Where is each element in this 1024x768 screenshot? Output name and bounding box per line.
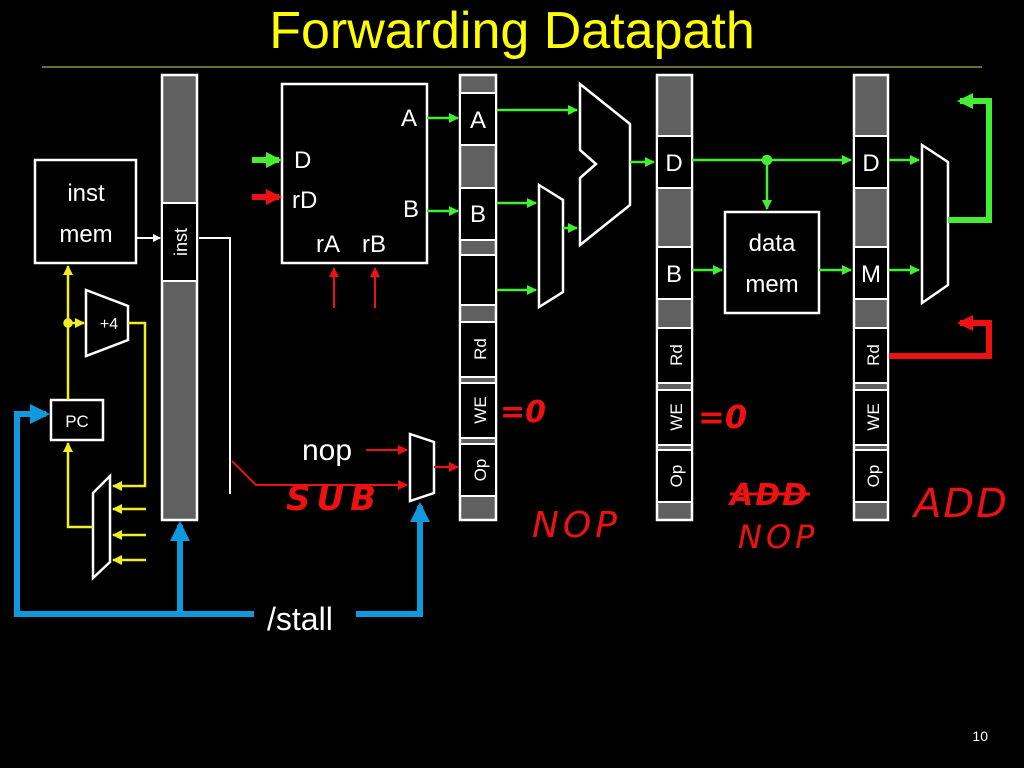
mem-wb-d-label: D (862, 150, 879, 177)
ex-mem-d-label: D (665, 150, 682, 177)
handwritten-annotations: SUB =0 =0 NOP ADD NOP ADD (286, 395, 1009, 556)
slide-title: Forwarding Datapath (269, 2, 755, 60)
if-id-inst-label: inst (171, 228, 191, 256)
mem-wb-m-label: M (861, 261, 881, 288)
pc-label: PC (65, 412, 89, 431)
id-ex-rd-label: Rd (471, 338, 490, 360)
regfile-d-label: D (294, 147, 311, 174)
writeback-data-loop (948, 93, 992, 223)
ex-mem-we-label: WE (667, 403, 686, 430)
mem-wb-we-label: WE (864, 403, 883, 430)
page-number: 10 (972, 728, 988, 744)
inst-mem-label-line2: mem (59, 221, 112, 248)
annotation-we-zero-id: =0 (500, 395, 546, 430)
alu-b-mux (537, 182, 565, 310)
data-mem-label-line1: data (749, 230, 796, 257)
id-ex-op-label: Op (471, 459, 490, 482)
mem-wb-op-label: Op (864, 465, 883, 488)
regfile-ra-label: rA (316, 231, 340, 258)
nop-label: nop (302, 434, 352, 467)
memory-stage-wires (692, 154, 852, 275)
mem-wb-register: D M Rd WE Op (852, 73, 890, 522)
annotation-we-zero-mem: =0 (698, 398, 747, 436)
mem-wb-rd-label: Rd (864, 344, 883, 366)
regfile-rd-label: rD (292, 187, 317, 214)
adder-label: +4 (100, 316, 118, 333)
stall-wires (14, 404, 430, 617)
nop-mux (408, 432, 436, 503)
stall-label: /stall (267, 601, 333, 637)
pc-register: PC (49, 398, 105, 442)
ex-mem-rd-label: Rd (667, 344, 686, 366)
plus4-adder: +4 (84, 288, 130, 358)
annotation-sub: SUB (286, 479, 382, 519)
regfile-rb-label: rB (362, 231, 386, 258)
pc-wires (63, 265, 147, 565)
inst-decode-wire (199, 237, 231, 494)
ex-mem-b-label: B (666, 261, 682, 288)
annotation-add-wb: ADD (911, 481, 1009, 527)
register-file: D rD A B rA rB (280, 82, 429, 265)
data-mem-label-line2: mem (745, 271, 798, 298)
annotation-nop-ex: NOP (532, 505, 621, 546)
regfile-a-label: A (401, 105, 417, 132)
id-ex-we-label: WE (471, 396, 490, 423)
inst-mem-label-line1: inst (67, 180, 105, 207)
pc-select-mux (91, 472, 112, 581)
ex-mem-op-label: Op (667, 465, 686, 488)
alu (578, 81, 632, 248)
ex-mem-register: D B Rd WE Op (655, 73, 694, 522)
writeback-mux (920, 142, 950, 306)
writeback-rd-loop (889, 315, 992, 359)
decoded-control-wire (231, 460, 408, 490)
id-ex-a-label: A (470, 107, 486, 134)
data-mem-block: data mem (723, 210, 821, 315)
id-ex-register: A B Rd WE Op (458, 73, 498, 522)
regfile-b-label: B (403, 196, 419, 223)
inst-mem-block: inst mem (33, 158, 138, 265)
annotation-nop-mem: NOP (738, 518, 818, 556)
id-ex-b-label: B (470, 201, 486, 228)
if-id-register: inst (160, 73, 199, 522)
execute-wires (497, 105, 655, 295)
